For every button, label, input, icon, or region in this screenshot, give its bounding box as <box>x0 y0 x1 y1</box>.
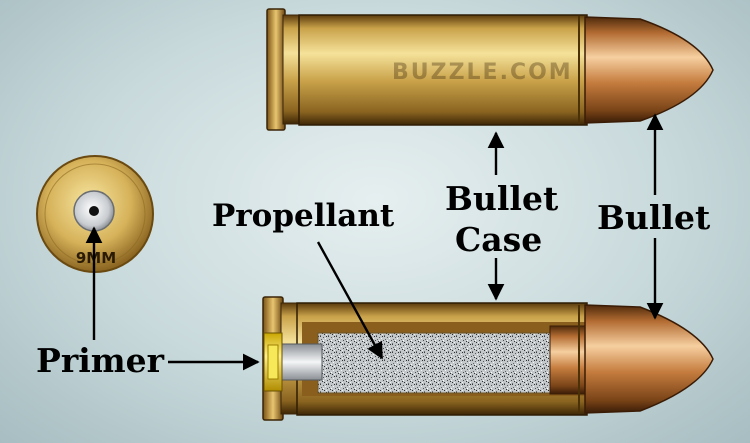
bullet-base <box>549 325 589 395</box>
propellant-powder <box>317 332 551 394</box>
bullet-case-label-line1: Bullet <box>445 179 559 218</box>
top-bullet-case <box>298 14 588 126</box>
annotation-arrows <box>85 113 664 371</box>
primer-anvil <box>275 343 323 381</box>
top-case-rim <box>266 8 286 131</box>
cartridge-head-view: 9MM <box>36 155 154 273</box>
watermark: BUZZLE.COM <box>392 60 573 85</box>
propellant-arrow <box>316 241 384 360</box>
bullet-label: Bullet <box>597 198 711 237</box>
caliber-text: 9MM <box>76 249 116 267</box>
bottom-bullet <box>584 304 714 414</box>
bullet-case-label-line2: Case <box>455 220 543 259</box>
propellant-label: Propellant <box>212 198 395 234</box>
primer-compound <box>267 344 279 380</box>
firing-pin-dent <box>89 206 99 216</box>
top-bullet <box>584 16 714 124</box>
primer-label: Primer <box>36 341 165 380</box>
cartridge-cross-section <box>262 296 714 421</box>
